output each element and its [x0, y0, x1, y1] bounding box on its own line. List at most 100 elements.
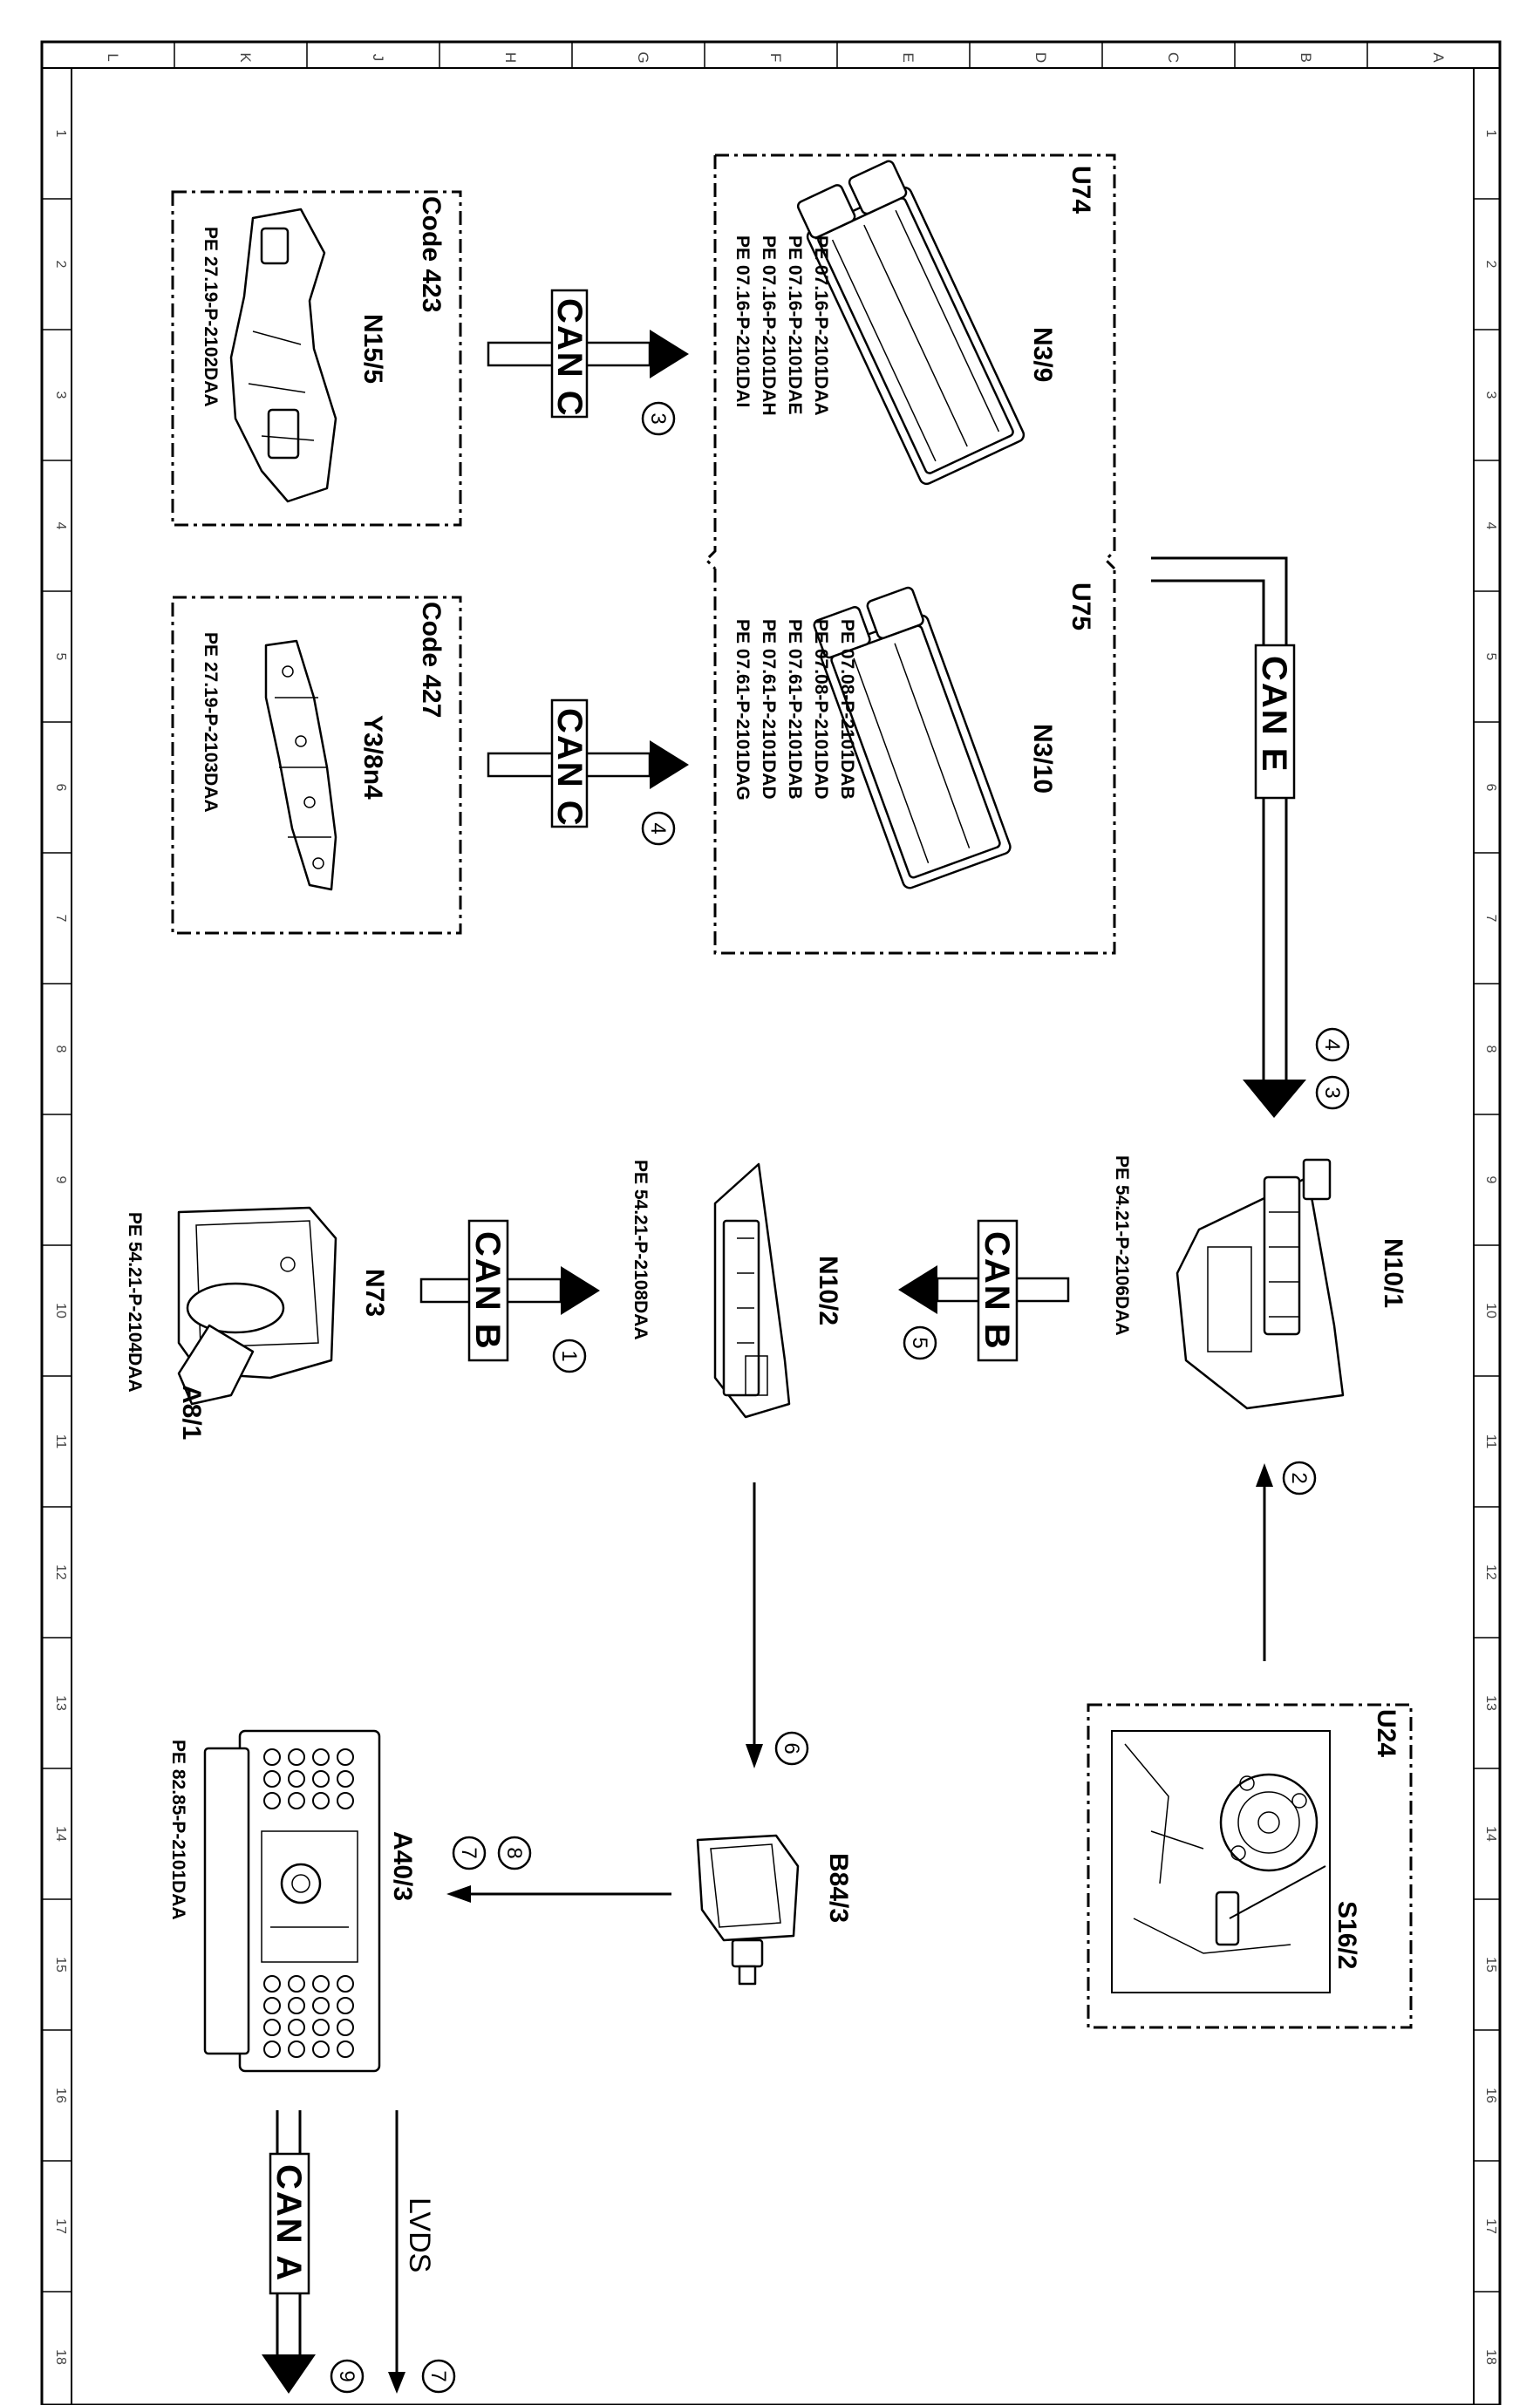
row-label-left: 5 — [53, 653, 68, 661]
step-6: 6 — [780, 1742, 803, 1754]
n3-10-ref-5: PE 07.61-P-2101DAG — [733, 619, 753, 801]
row-label-right: 16 — [1483, 2088, 1498, 2103]
keypad-button — [263, 1997, 281, 2014]
keypad-button — [288, 1748, 305, 1766]
u75-refs: PE 07.08-P-2101DAB PE 07.08-P-2101DAD PE… — [733, 619, 857, 801]
row-label-left: 16 — [53, 2088, 68, 2103]
row-label-left: 12 — [53, 1564, 68, 1580]
n3-10-ref-2: PE 07.08-P-2101DAD — [811, 619, 831, 800]
row-label-right: 12 — [1483, 1564, 1498, 1580]
n3-9-ref-3: PE 07.16-P-2101DAH — [759, 235, 779, 416]
keypad-button — [288, 1997, 305, 2014]
row-label-left: 8 — [53, 1046, 68, 1053]
row-label-left: 9 — [53, 1176, 68, 1184]
a40-3-ref: PE 82.85-P-2101DAA — [168, 1740, 188, 1920]
b84-3-to-a40-3-arrow: 8 7 — [446, 1836, 671, 1903]
n10-1-name: N10/1 — [1379, 1238, 1407, 1308]
u75-group: U75 N3/10 PE 07.08-P-2101DAB PE 07.08-P-… — [713, 569, 1116, 955]
keypad-button — [337, 2041, 354, 2058]
u24-label: U24 — [1372, 1709, 1400, 1757]
row-label-right: 14 — [1483, 1826, 1498, 1842]
a40-3-group: A40/3 PE 82.85-P-2101DAA — [168, 1729, 417, 2073]
n15-5-code: Code 423 — [417, 196, 446, 312]
row-label-right: 5 — [1483, 653, 1498, 661]
y3-8n4-name: Y3/8n4 — [358, 715, 387, 800]
row-label-left: 4 — [53, 522, 68, 530]
n3-9-module — [796, 160, 1026, 486]
row-label-left: 14 — [53, 1826, 68, 1842]
row-label-right: 8 — [1483, 1046, 1498, 1053]
n10-2-name: N10/2 — [814, 1256, 842, 1325]
step-8: 8 — [502, 1847, 526, 1858]
column-label: G — [635, 51, 651, 63]
keypad-button — [288, 1792, 305, 1809]
row-label-right: 18 — [1483, 2349, 1498, 2365]
n10-2-ref: PE 54.21-P-2108DAA — [630, 1160, 651, 1340]
n73-device — [177, 1206, 337, 1406]
row-label-right: 9 — [1483, 1176, 1498, 1184]
n3-9-ref-1: PE 07.16-P-2101DAA — [811, 235, 831, 416]
can-b-label-2: CAN B — [978, 1231, 1016, 1351]
u75-label: U75 — [1066, 583, 1095, 630]
keypad-button — [312, 1770, 330, 1788]
y3-8n4-device — [264, 639, 337, 891]
column-label: D — [1032, 52, 1049, 63]
b84-3-device — [696, 1834, 800, 1986]
row-label-left: 18 — [53, 2349, 68, 2365]
n3-10-ref-3: PE 07.61-P-2101DAB — [785, 619, 805, 800]
keypad-button — [263, 1792, 281, 1809]
n15-5-name: N15/5 — [358, 314, 387, 384]
a40-3-buttons — [263, 1748, 354, 2058]
n15-5-device — [229, 208, 337, 503]
column-label: J — [370, 54, 386, 62]
can-c-arrow-1: CAN C 3 — [487, 289, 689, 436]
keypad-button — [312, 1997, 330, 2014]
keypad-button — [337, 1748, 354, 1766]
a8-1-name: A8/1 — [177, 1385, 206, 1440]
keypad-button — [337, 1997, 354, 2014]
column-label: B — [1298, 52, 1314, 62]
keypad-button — [337, 1770, 354, 1788]
n15-5-ref: PE 27.19-P-2102DAA — [201, 227, 221, 407]
column-label: L — [105, 53, 121, 61]
row-label-left: 15 — [53, 1957, 68, 1972]
keypad-button — [312, 1792, 330, 1809]
row-label-left: 11 — [53, 1434, 68, 1449]
row-label-right: 4 — [1483, 522, 1498, 530]
u24-group: U24 S16/2 — [1087, 1703, 1413, 2029]
keypad-button — [337, 1975, 354, 1993]
keypad-button — [288, 2041, 305, 2058]
row-label-right: 10 — [1483, 1303, 1498, 1318]
column-label: F — [767, 53, 784, 62]
step-7-b: 7 — [426, 2370, 450, 2381]
can-c-label-1: CAN C — [550, 298, 589, 418]
column-label: A — [1430, 52, 1447, 63]
can-b-arrow-2: CAN B 5 — [898, 1219, 1070, 1362]
row-label-right: 13 — [1483, 1695, 1498, 1711]
column-label: C — [1165, 52, 1182, 63]
n15-5-group: Code 423 N15/5 PE 27.19-P-2102DAA — [171, 190, 462, 527]
n3-10-ref-1: PE 07.08-P-2101DAB — [837, 619, 857, 800]
n3-9-ref-2: PE 07.16-P-2101DAE — [785, 235, 805, 414]
row-label-right: 15 — [1483, 1957, 1498, 1972]
row-label-left: 1 — [53, 130, 68, 138]
s16-2-photo — [1111, 1730, 1331, 1993]
keypad-button — [263, 2041, 281, 2058]
row-label-right: 1 — [1483, 130, 1498, 138]
can-c-label-2: CAN C — [550, 708, 589, 828]
n3-10-module — [813, 586, 1012, 889]
column-label: E — [900, 52, 917, 62]
keypad-button — [312, 2041, 330, 2058]
step-4-a: 4 — [646, 822, 670, 834]
a40-3-device — [203, 1729, 381, 2073]
n10-2-to-b84-3-arrow: 6 — [746, 1482, 809, 1768]
keypad-button — [337, 2019, 354, 2036]
row-label-right: 2 — [1483, 261, 1498, 269]
row-label-right: 6 — [1483, 784, 1498, 792]
keypad-button — [288, 1770, 305, 1788]
step-3-a: 3 — [646, 412, 670, 424]
lvds-line: LVDS 7 — [388, 2110, 456, 2394]
